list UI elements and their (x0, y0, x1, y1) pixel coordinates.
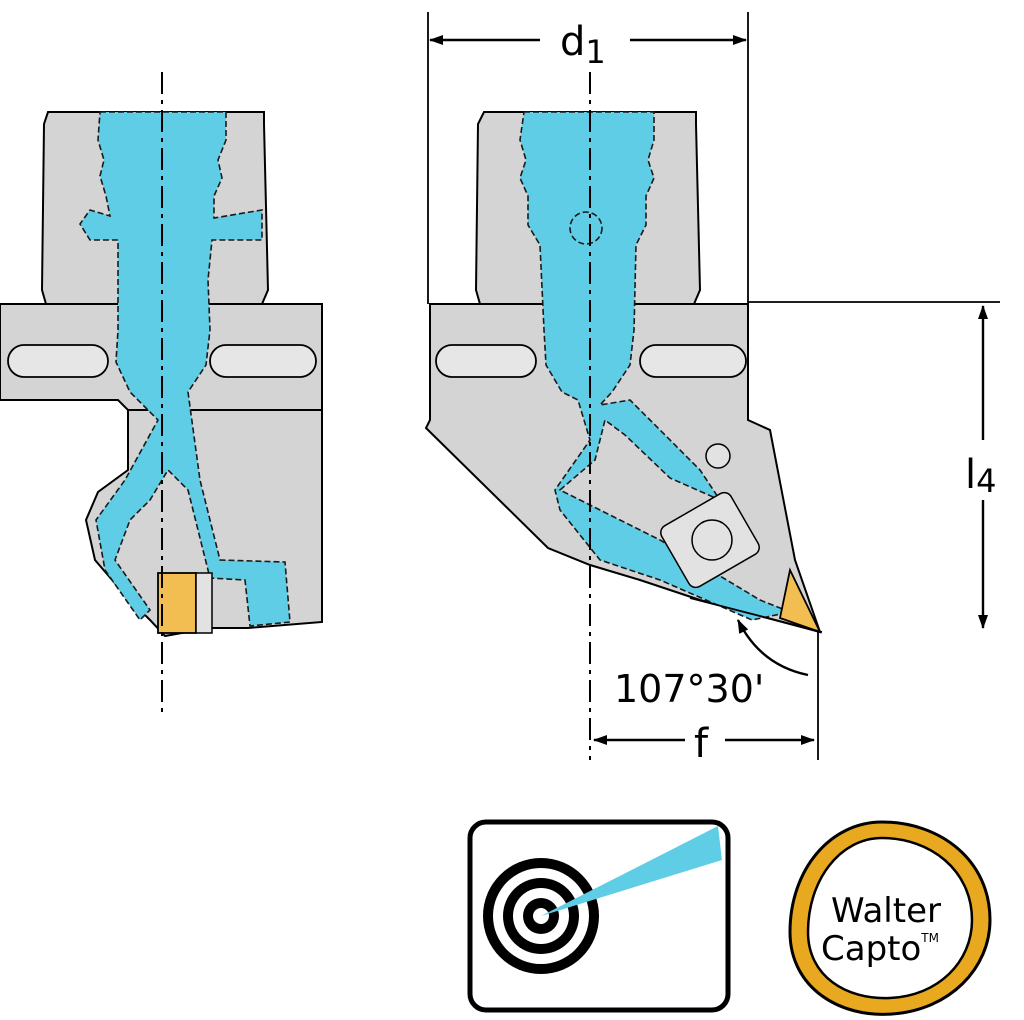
side-view-slot-left (7, 344, 109, 378)
d1-subscript: 1 (585, 33, 605, 71)
front-view-pin (705, 443, 731, 469)
logo-line2-text: Capto (821, 929, 921, 969)
side-view-coolant-channel (79, 111, 291, 627)
logo-line1: Walter (831, 891, 941, 931)
front-view-torx-screw (691, 519, 733, 561)
front-view-slot-right (639, 344, 747, 378)
l4-subscript: 4 (976, 462, 996, 500)
f-label: f (694, 721, 709, 767)
walter-capto-logo: Walter CaptoTM (788, 820, 992, 1016)
front-view (424, 72, 822, 760)
l4-symbol: l (965, 452, 976, 498)
logo-trademark: TM (920, 931, 939, 945)
side-view-insert-seat (195, 572, 213, 634)
side-view-insert (157, 572, 197, 634)
side-view (0, 72, 323, 712)
d1-symbol: d (560, 19, 585, 65)
front-view-insert (778, 567, 822, 634)
precision-coolant-icon (467, 819, 731, 1013)
front-view-screw-hole (569, 211, 603, 245)
front-view-slot-left (435, 344, 537, 378)
dimension-d1: d1 (427, 12, 749, 304)
d1-label: d1 (560, 19, 606, 71)
logo-line2: CaptoTM (821, 929, 939, 969)
front-view-coolant-channel (519, 111, 793, 621)
dimension-l4: l4 (748, 301, 1000, 629)
dimension-angle: 107°30' (614, 597, 823, 711)
dimension-f: f (593, 632, 819, 767)
angle-label: 107°30' (614, 667, 764, 711)
side-view-slot-right (209, 344, 317, 378)
l4-label: l4 (965, 452, 996, 500)
